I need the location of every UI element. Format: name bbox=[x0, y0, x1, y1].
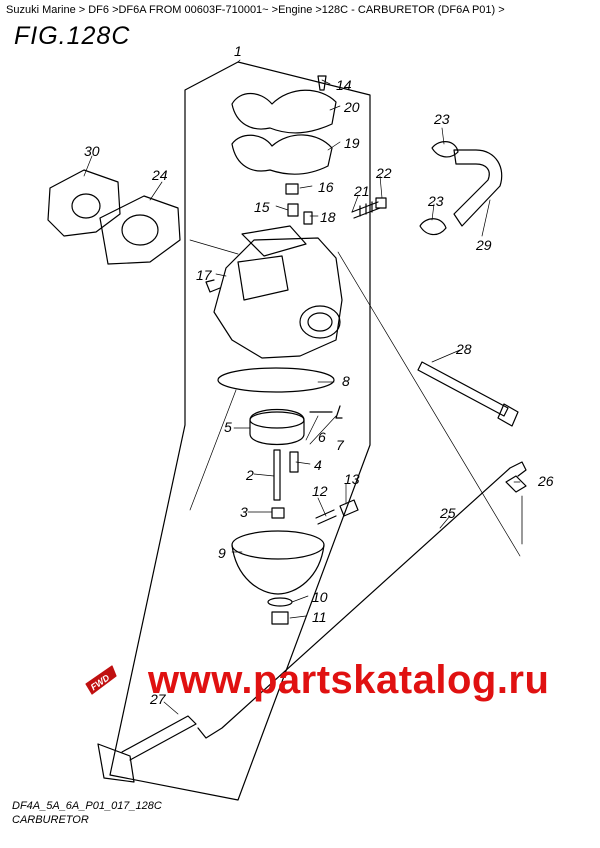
callout-29: 29 bbox=[475, 237, 492, 253]
part-27-knob bbox=[97, 743, 135, 783]
callout-23-bottom: 23 bbox=[427, 193, 444, 209]
callout-16: 16 bbox=[318, 179, 334, 195]
callout-10: 10 bbox=[312, 589, 328, 605]
callout-21: 21 bbox=[353, 183, 370, 199]
carburetor-bore bbox=[299, 305, 341, 339]
callout-4: 4 bbox=[314, 457, 322, 473]
callout-14: 14 bbox=[336, 77, 352, 93]
callout-26: 26 bbox=[537, 473, 554, 489]
part-19-gasket bbox=[231, 134, 333, 175]
part-4-jet bbox=[289, 451, 299, 473]
breadcrumb[interactable]: Suzuki Marine > DF6 >DF6A FROM 00603F-71… bbox=[6, 4, 505, 16]
callout-19: 19 bbox=[344, 135, 360, 151]
callout-22: 22 bbox=[375, 165, 392, 181]
callout-24: 24 bbox=[151, 167, 168, 183]
part-18 bbox=[303, 211, 313, 225]
part-5-float bbox=[249, 408, 305, 446]
part-16 bbox=[285, 183, 299, 195]
part-14-screw bbox=[317, 75, 327, 91]
part-9-bowl bbox=[231, 544, 325, 595]
callout-7: 7 bbox=[336, 437, 345, 453]
callout-25: 25 bbox=[439, 505, 456, 521]
part-29-hose bbox=[453, 149, 503, 227]
callout-12: 12 bbox=[312, 483, 328, 499]
callout-11: 11 bbox=[312, 609, 327, 625]
part-9-bowl-rim bbox=[231, 530, 325, 560]
part-12-spring bbox=[315, 509, 337, 525]
part-23-clamp-top bbox=[431, 141, 459, 158]
part-13-screw bbox=[339, 499, 359, 517]
part-15 bbox=[287, 203, 299, 217]
part-28-bolt bbox=[417, 361, 509, 417]
part-10-washer bbox=[267, 597, 293, 607]
diagram-code: DF4A_5A_6A_P01_017_128C bbox=[12, 800, 162, 812]
part-7-clip bbox=[335, 405, 343, 419]
part-21-spring bbox=[351, 201, 381, 219]
assembly-frame bbox=[109, 61, 371, 801]
figure-title: FIG.128C bbox=[14, 22, 131, 50]
callout-6: 6 bbox=[318, 429, 326, 445]
callout-23-top: 23 bbox=[433, 111, 450, 127]
callout-8: 8 bbox=[342, 373, 350, 389]
callout-1: 1 bbox=[234, 43, 242, 59]
callout-17: 17 bbox=[196, 267, 213, 283]
part-23-clamp-bottom bbox=[419, 218, 447, 236]
part-2-jet bbox=[273, 449, 281, 501]
part-3 bbox=[271, 507, 285, 519]
callout-3: 3 bbox=[240, 504, 248, 520]
callout-20: 20 bbox=[343, 99, 360, 115]
part-22-screw bbox=[375, 197, 387, 209]
part-11-bolt bbox=[271, 611, 289, 625]
callout-28: 28 bbox=[455, 341, 472, 357]
callout-2: 2 bbox=[245, 467, 254, 483]
part-20-plate bbox=[231, 89, 337, 134]
part-8-oring bbox=[217, 367, 335, 393]
part-26-clip bbox=[505, 475, 527, 493]
fwd-arrow bbox=[85, 665, 117, 695]
callout-13: 13 bbox=[344, 471, 360, 487]
part-25-rod bbox=[197, 461, 527, 739]
callout-27: 27 bbox=[149, 691, 167, 707]
callout-15: 15 bbox=[254, 199, 270, 215]
diagram-caption: CARBURETOR bbox=[12, 814, 89, 826]
callout-9: 9 bbox=[218, 545, 226, 561]
carburetor-body bbox=[213, 237, 343, 359]
carburetor-top bbox=[241, 225, 307, 257]
watermark: www.partskatalog.ru bbox=[148, 658, 550, 702]
part-30-insulator bbox=[47, 169, 121, 237]
part-24-gasket bbox=[99, 195, 181, 265]
callout-30: 30 bbox=[84, 143, 100, 159]
callout-5: 5 bbox=[224, 419, 232, 435]
callout-18: 18 bbox=[320, 209, 336, 225]
